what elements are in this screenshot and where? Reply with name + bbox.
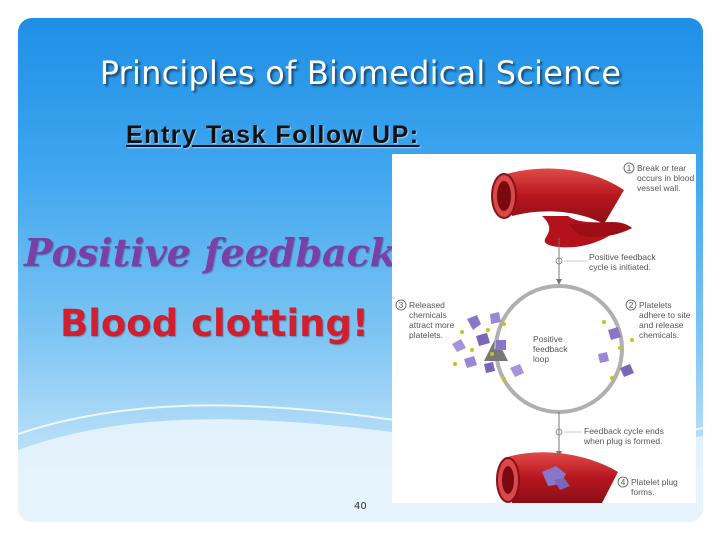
- plugged-blood-vessel-illustration: [496, 452, 618, 503]
- svg-text:and release: and release: [639, 320, 684, 330]
- svg-text:chemicals.: chemicals.: [639, 330, 679, 340]
- svg-text:3: 3: [399, 300, 404, 310]
- positive-cycle-label: Positive feedback cycle is initiated.: [564, 252, 656, 272]
- torn-blood-vessel-illustration: [491, 168, 632, 248]
- svg-text:Break or tear: Break or tear: [637, 163, 686, 173]
- step-2-label: 2 Platelets adhere to site and release c…: [625, 299, 691, 340]
- feedback-loop-arrow-return: [494, 284, 560, 350]
- svg-text:feedback: feedback: [533, 344, 568, 354]
- feedback-end-label: Feedback cycle ends when plug is formed.: [564, 426, 664, 446]
- step-1-label: 1 Break or tear occurs in blood vessel w…: [623, 162, 694, 193]
- svg-text:chemicals: chemicals: [409, 310, 447, 320]
- svg-text:Positive: Positive: [533, 334, 563, 344]
- svg-text:adhere to site: adhere to site: [639, 310, 691, 320]
- slide-background: Principles of Biomedical Science Entry T…: [18, 18, 703, 522]
- svg-text:Feedback cycle ends: Feedback cycle ends: [584, 426, 664, 436]
- page-number: 40: [354, 501, 367, 512]
- loop-center-label: Positive feedback loop: [533, 334, 568, 364]
- slide-subtitle: Entry Task Follow UP:: [126, 121, 420, 149]
- svg-text:Positive feedback: Positive feedback: [589, 252, 656, 262]
- svg-text:loop: loop: [533, 354, 549, 364]
- svg-text:Released: Released: [409, 300, 445, 310]
- subheading-blood-clotting: Blood clotting!: [60, 302, 369, 345]
- svg-text:forms.: forms.: [631, 487, 655, 497]
- svg-text:attract more: attract more: [409, 320, 455, 330]
- svg-text:Platelet plug: Platelet plug: [631, 477, 678, 487]
- svg-text:4: 4: [621, 477, 626, 487]
- svg-text:vessel wall.: vessel wall.: [637, 183, 680, 193]
- step-4-label: 4 Platelet plug forms.: [617, 476, 678, 497]
- cycle-end-marker: [555, 428, 563, 436]
- slide-title: Principles of Biomedical Science: [99, 54, 622, 92]
- svg-text:when plug is formed.: when plug is formed.: [583, 436, 662, 446]
- svg-text:occurs in blood: occurs in blood: [637, 173, 694, 183]
- svg-text:platelets.: platelets.: [409, 330, 443, 340]
- heading-positive-feedback: Positive feedback:: [24, 230, 411, 275]
- svg-text:cycle is initiated.: cycle is initiated.: [589, 262, 651, 272]
- step-3-label: 3 Released chemicals attract more platel…: [395, 299, 455, 340]
- svg-text:1: 1: [627, 163, 632, 173]
- blood-clotting-feedback-diagram: 1 Break or tear occurs in blood vessel w…: [392, 154, 696, 503]
- platelet-cluster-illustration: [452, 312, 634, 381]
- feedback-loop-arrow: [484, 284, 624, 414]
- svg-text:Platelets: Platelets: [639, 300, 672, 310]
- cycle-start-marker: [555, 257, 563, 265]
- svg-text:2: 2: [629, 300, 634, 310]
